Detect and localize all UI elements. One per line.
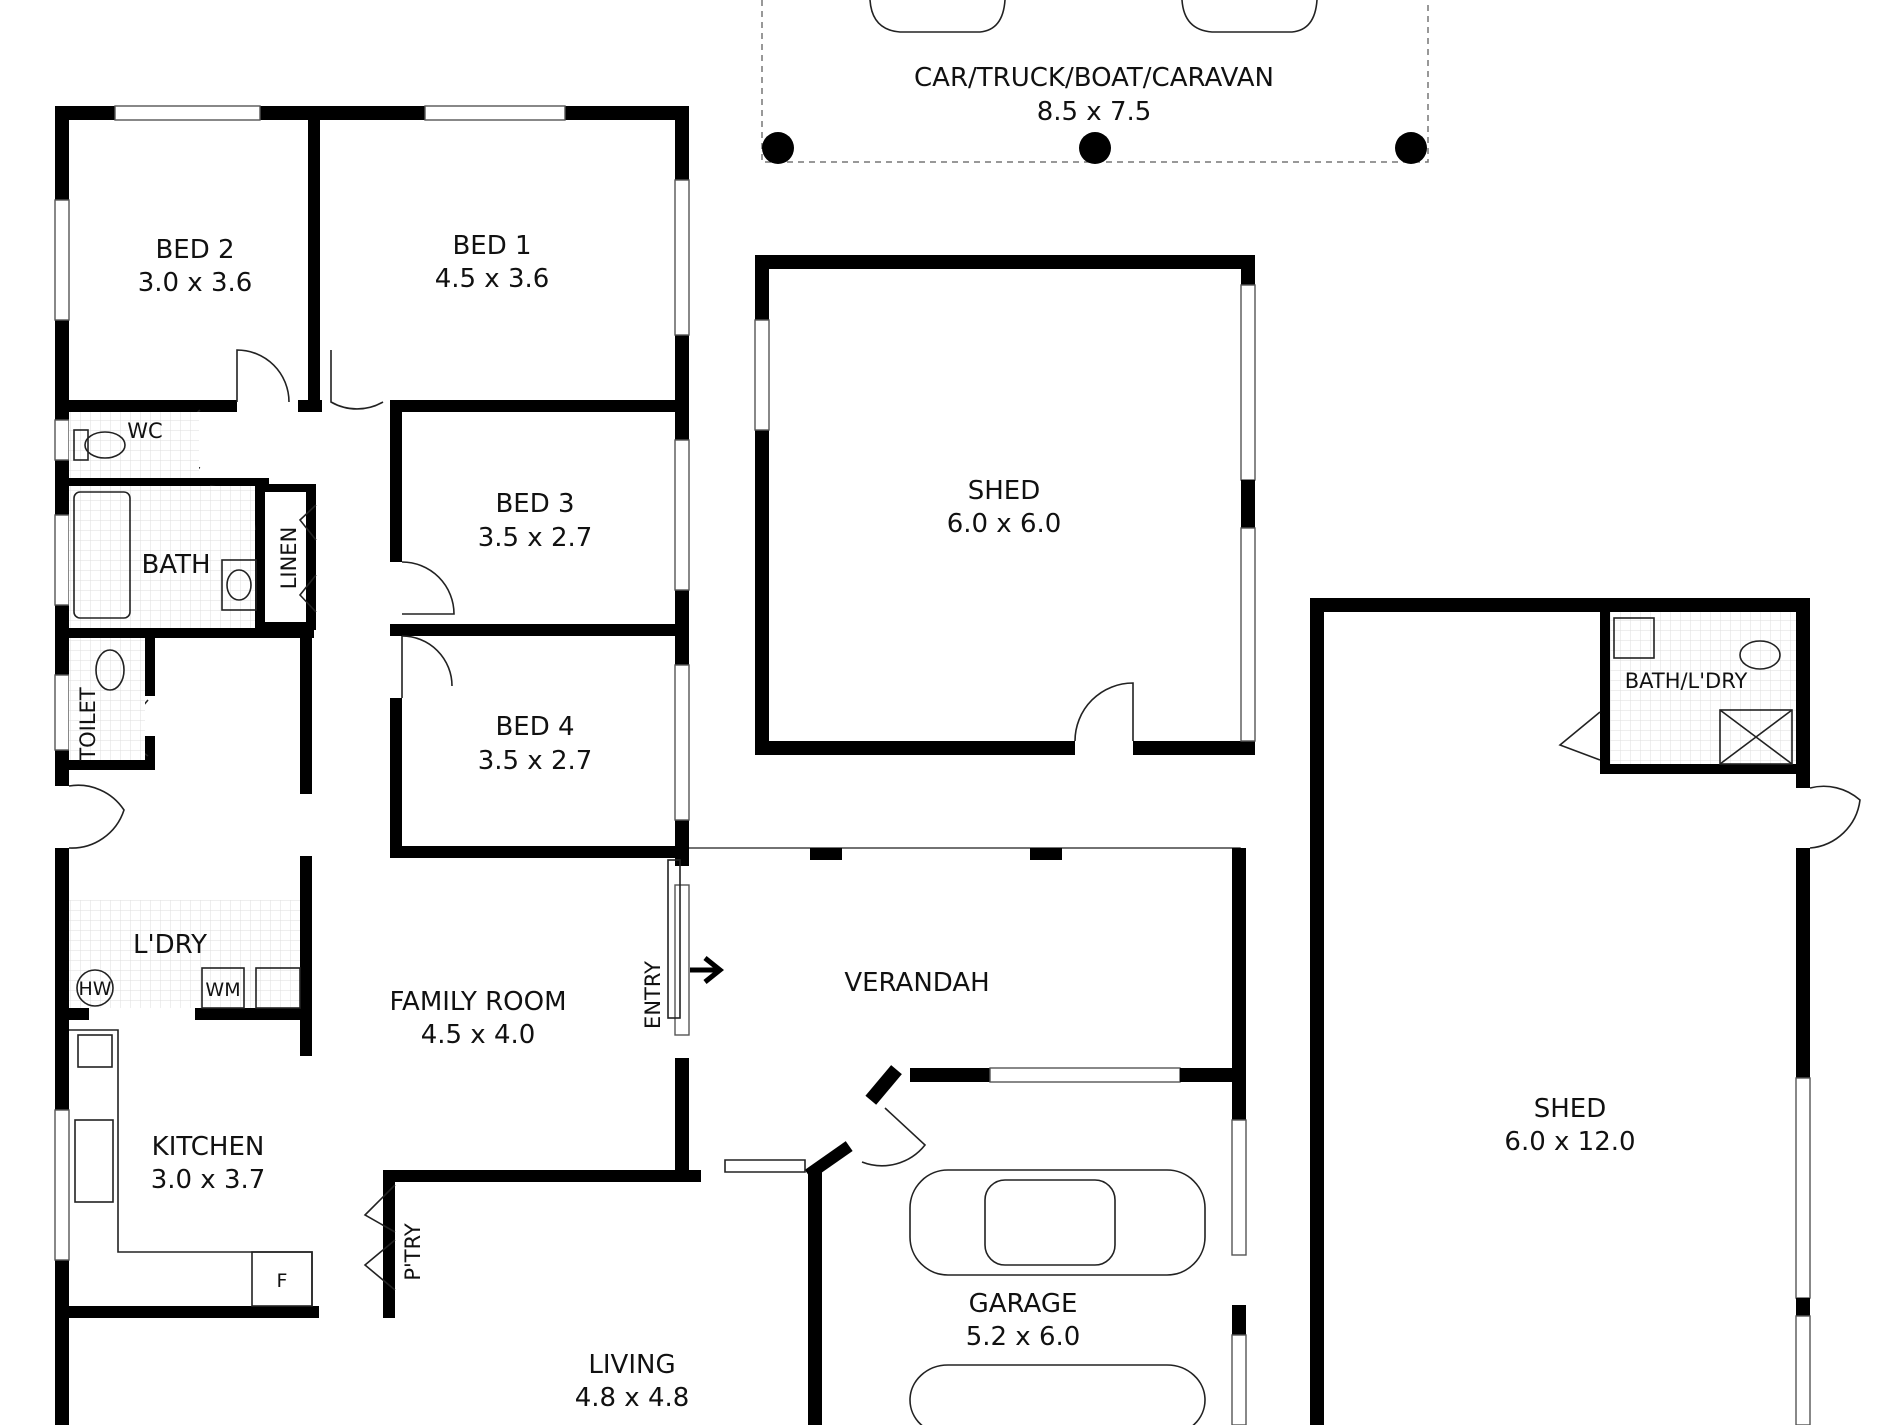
family-room-dimensions: 4.5 x 4.0 bbox=[421, 1020, 536, 1050]
bed2-label: BED 2 bbox=[155, 235, 234, 265]
windows bbox=[54, 105, 690, 1261]
laundry-sink-icon bbox=[255, 967, 301, 1009]
kitchen-dimensions: 3.0 x 3.7 bbox=[151, 1165, 266, 1195]
bed4-dimensions: 3.5 x 2.7 bbox=[478, 746, 593, 776]
carport-label: CAR/TRUCK/BOAT/CARAVAN bbox=[914, 63, 1274, 93]
wet-areas bbox=[69, 412, 301, 1009]
kitchen-label: KITCHEN bbox=[152, 1132, 265, 1162]
carport-post bbox=[1079, 132, 1111, 164]
verandah-label: VERANDAH bbox=[844, 968, 989, 998]
toilet-icon bbox=[1739, 640, 1781, 670]
car-icon bbox=[909, 1364, 1206, 1425]
toilet-label: TOILET bbox=[76, 687, 100, 762]
verandah-area bbox=[667, 847, 1246, 1173]
car-icon bbox=[869, 0, 1006, 33]
hot-water-icon bbox=[76, 969, 114, 1007]
bed1-label: BED 1 bbox=[452, 231, 531, 261]
bed1-dimensions: 4.5 x 3.6 bbox=[435, 264, 550, 294]
linen-label: LINEN bbox=[277, 527, 301, 590]
bath-laundry-label: BATH/L'DRY bbox=[1625, 669, 1748, 693]
wc-label: WC bbox=[127, 419, 162, 443]
carport-area bbox=[761, 0, 1429, 164]
shower-icon bbox=[1719, 709, 1793, 765]
family-room-label: FAMILY ROOM bbox=[389, 987, 566, 1017]
toilet-icon bbox=[84, 431, 126, 459]
bed3-dimensions: 3.5 x 2.7 bbox=[478, 523, 593, 553]
pantry-label: P'TRY bbox=[401, 1223, 425, 1281]
garage-dimensions: 5.2 x 6.0 bbox=[966, 1322, 1081, 1352]
garage-label: GARAGE bbox=[969, 1289, 1078, 1319]
bed2-dimensions: 3.0 x 3.6 bbox=[138, 268, 253, 298]
fridge-icon bbox=[251, 1251, 313, 1307]
kitchen-bench bbox=[69, 1029, 313, 1307]
garage-area bbox=[861, 1060, 1247, 1425]
basin-icon bbox=[226, 569, 252, 601]
car-icon bbox=[909, 1169, 1206, 1276]
room-labels: CAR/TRUCK/BOAT/CARAVAN 8.5 x 7.5 BED 2 3… bbox=[76, 63, 1747, 1413]
hot-water-label: HW bbox=[78, 978, 111, 1000]
shed-large-label: SHED bbox=[1534, 1094, 1607, 1124]
laundry-label: L'DRY bbox=[133, 930, 207, 960]
entry-arrow-icon bbox=[690, 956, 725, 984]
sink-icon bbox=[74, 1119, 114, 1203]
shed-small-walls bbox=[754, 255, 1256, 755]
bed4-label: BED 4 bbox=[495, 712, 574, 742]
carport-post bbox=[762, 132, 794, 164]
basin-icon bbox=[1613, 617, 1655, 659]
shed-large-dimensions: 6.0 x 12.0 bbox=[1504, 1127, 1635, 1157]
house-walls bbox=[55, 106, 853, 1425]
car-icon bbox=[1181, 0, 1318, 33]
living-dimensions: 4.8 x 4.8 bbox=[575, 1383, 690, 1413]
carport-post bbox=[1395, 132, 1427, 164]
washing-machine-icon bbox=[201, 967, 245, 1009]
bathtub-icon bbox=[73, 491, 131, 619]
fridge-label: F bbox=[277, 1270, 288, 1292]
bed3-label: BED 3 bbox=[495, 489, 574, 519]
shed-large-walls bbox=[1310, 598, 1861, 1425]
bath-label: BATH bbox=[141, 550, 210, 580]
washing-machine-label: WM bbox=[205, 979, 240, 1001]
carport-dimensions: 8.5 x 7.5 bbox=[1037, 97, 1152, 127]
living-label: LIVING bbox=[588, 1350, 675, 1380]
shed-small-label: SHED bbox=[968, 476, 1041, 506]
toilet-icon bbox=[95, 649, 125, 691]
shed-small-dimensions: 6.0 x 6.0 bbox=[947, 509, 1062, 539]
cooktop-icon bbox=[77, 1034, 113, 1068]
entry-label: ENTRY bbox=[641, 961, 665, 1029]
